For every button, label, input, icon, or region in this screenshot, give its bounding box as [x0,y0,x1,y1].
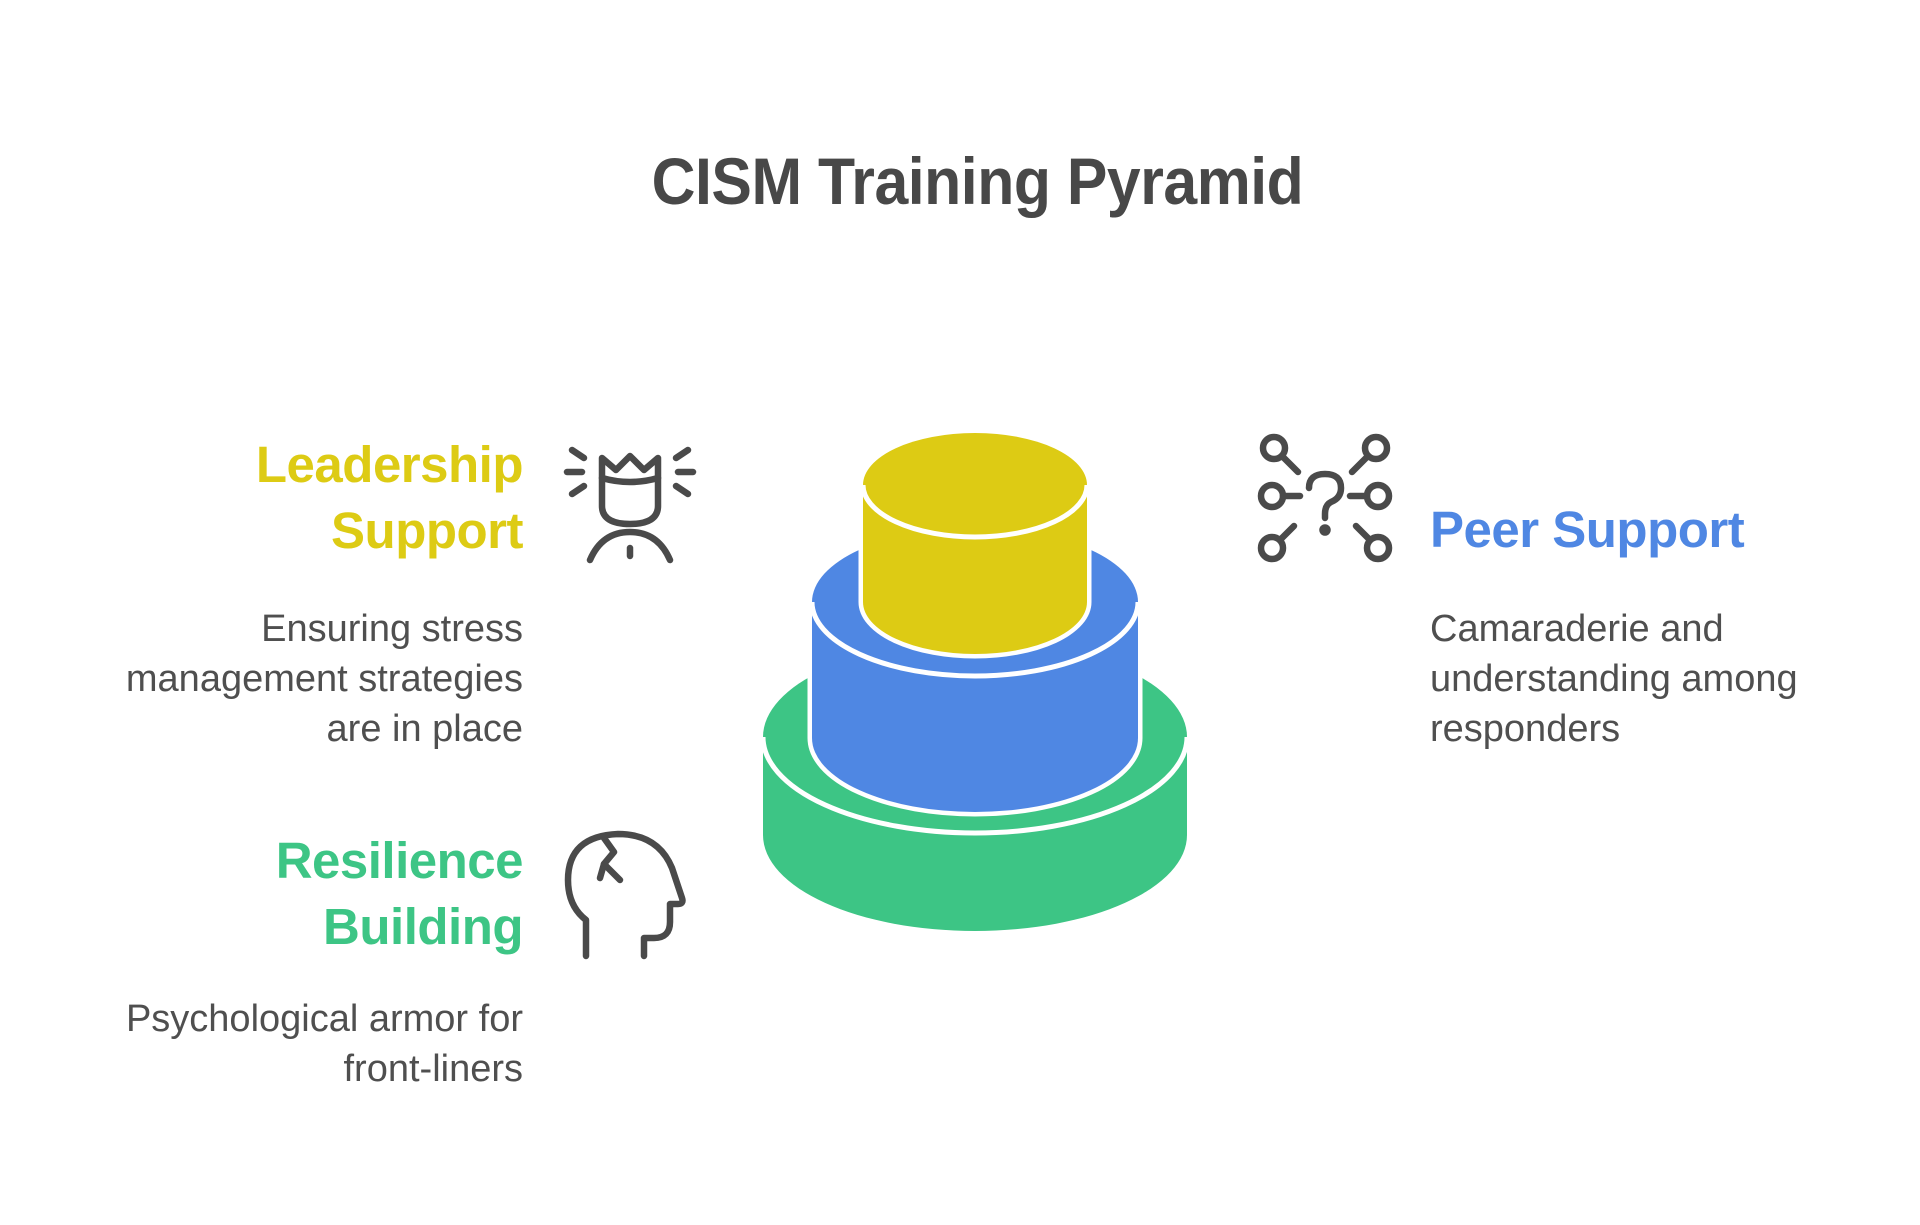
peer-heading: Peer Support [1430,497,1745,563]
crowned-person-icon [563,446,697,564]
cylinder-top-face [863,433,1087,537]
pyramid-tier-leadership [858,428,1092,659]
resilience-heading-line: Resilience [275,832,524,889]
leadership-heading-line: Leadership [255,436,524,493]
peer-description: Camaraderie and understanding among resp… [1430,604,1798,754]
cylinder-rim [760,736,1190,836]
pyramid-graphic [758,428,1192,936]
peer-description-line: Camaraderie and [1430,608,1724,650]
leadership-description-line: Ensuring stress [261,608,523,650]
peer-description-line: responders [1430,708,1621,750]
leadership-description: Ensuring stress management strategies ar… [126,604,523,754]
resilience-description-line: Psychological armor for [125,998,523,1040]
leadership-description-line: management strategies [125,658,523,700]
resilience-description: Psychological armor for front-liners [126,994,523,1094]
question-network-icon [1257,433,1393,563]
cylinder-rim [860,484,1090,540]
peer-heading-line: Peer Support [1430,501,1745,558]
leadership-description-line: are in place [326,708,523,750]
resilience-description-line: front-liners [343,1048,524,1090]
peer-description-line: understanding among [1430,658,1798,700]
cracked-head-icon [564,830,686,960]
resilience-heading-line: Building [323,898,523,955]
resilience-heading: Resilience Building [275,828,524,960]
leadership-heading-line: Support [331,502,523,559]
leadership-heading: Leadership Support [255,432,524,564]
cylinder-rim [809,601,1141,679]
diagram-title: CISM Training Pyramid [651,144,1304,218]
